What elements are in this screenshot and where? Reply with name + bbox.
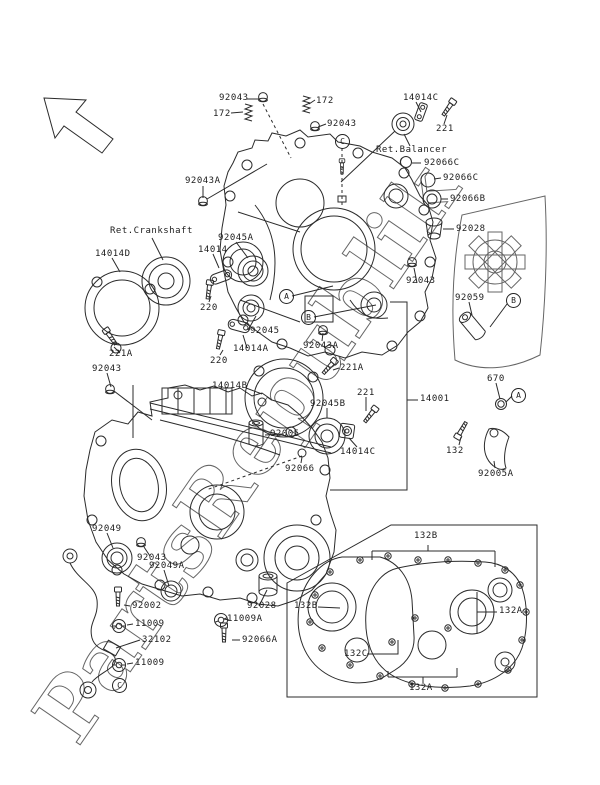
part-92005a-lever xyxy=(483,427,510,470)
part-label: 221A xyxy=(109,349,133,359)
part-label: 92066 xyxy=(285,464,315,474)
direction-arrow-icon xyxy=(43,97,114,154)
part-label: 220 xyxy=(210,356,228,366)
part-label: 92043 xyxy=(137,553,167,563)
part-label: 92005 xyxy=(270,429,300,439)
part-label: 92045 xyxy=(250,326,280,336)
part-label: 132A xyxy=(499,606,523,616)
part-label: 221 xyxy=(357,388,375,398)
part-label: 32102 xyxy=(142,635,172,645)
part-label: 11009 xyxy=(135,658,165,668)
part-92005 xyxy=(248,419,264,447)
fitting-92028-top xyxy=(425,217,443,240)
callout-circle: B xyxy=(301,310,316,325)
part-label: 220 xyxy=(200,303,218,313)
bearing-92045 xyxy=(237,294,265,322)
part-label: 221 xyxy=(436,124,454,134)
dashed-leader-lines xyxy=(205,103,343,491)
part-670-oring xyxy=(495,398,507,410)
callout-circle: C xyxy=(335,134,350,149)
part-label: 92043 xyxy=(406,276,436,286)
part-label: 172 xyxy=(316,96,334,106)
part-label: 92049 xyxy=(92,524,122,534)
part-label: 92043A xyxy=(185,176,221,186)
part-label: 14014C xyxy=(403,93,439,103)
part-label: 92049A xyxy=(149,561,185,571)
callout-circle: C xyxy=(112,678,127,693)
callout-circle: B xyxy=(506,293,521,308)
part-label: 172 xyxy=(213,109,231,119)
watermark-gear-icon xyxy=(464,231,526,293)
part-label: 132B xyxy=(294,601,318,611)
gasket-14014b xyxy=(244,358,324,438)
seal-parts xyxy=(101,542,182,602)
part-label: 14014D xyxy=(95,249,131,259)
watermark-flag xyxy=(452,195,547,369)
part-label: 92043A xyxy=(303,341,339,351)
oil-pipe-32102 xyxy=(62,548,122,699)
part-label: 92005A xyxy=(478,469,514,479)
part-label: 132B xyxy=(414,531,438,541)
part-label: 92066C xyxy=(443,173,479,183)
part-label: 132 xyxy=(446,446,464,456)
part-label: 132A xyxy=(409,683,433,693)
part-label: 221A xyxy=(340,363,364,373)
part-label: 132C xyxy=(344,649,368,659)
part-label: 92002 xyxy=(132,601,162,611)
part-label: 14001 xyxy=(420,394,450,404)
bearing-crankshaft xyxy=(141,256,191,306)
part-label: 92028 xyxy=(247,601,277,611)
part-label: 92045B xyxy=(310,399,346,409)
part-label: 670 xyxy=(487,374,505,384)
part-label: 11009 xyxy=(135,619,165,629)
callout-circle: A xyxy=(279,289,294,304)
part-label: 92066B xyxy=(450,194,486,204)
fitting-92028-bottom xyxy=(258,571,278,597)
gasket-14014d xyxy=(84,270,160,354)
bearing-92045a xyxy=(237,255,269,287)
part-label: 11009A xyxy=(227,614,263,624)
watermark: PartsRepublik xyxy=(15,144,547,760)
part-label: 92066A xyxy=(242,635,278,645)
part-label: 14014B xyxy=(212,381,248,391)
part-label: 92066C xyxy=(424,158,460,168)
part-label: 92059 xyxy=(455,293,485,303)
retainer-parts xyxy=(209,102,428,440)
part-label: 14014C xyxy=(340,447,376,457)
ref-label-crankshaft: Ret.Crankshaft xyxy=(110,226,193,236)
ref-label-balancer: Ret.Balancer xyxy=(376,145,448,155)
inset-box xyxy=(286,524,538,698)
part-label: 92045A xyxy=(218,233,254,243)
part-label: 92043 xyxy=(327,119,357,129)
part-label: 92028 xyxy=(456,224,486,234)
part-label: 14014A xyxy=(233,344,269,354)
lower-crankcase-art xyxy=(83,384,337,607)
part-label: 14014 xyxy=(198,245,228,255)
part-label: 92043 xyxy=(92,364,122,374)
upper-crankcase-art xyxy=(219,129,437,359)
bearing-balancer xyxy=(391,112,415,136)
spring-parts xyxy=(243,95,312,122)
callout-circle: A xyxy=(511,388,526,403)
grommet-parts xyxy=(399,156,442,209)
part-label: 92043 xyxy=(219,93,249,103)
part-92059 xyxy=(458,311,486,341)
